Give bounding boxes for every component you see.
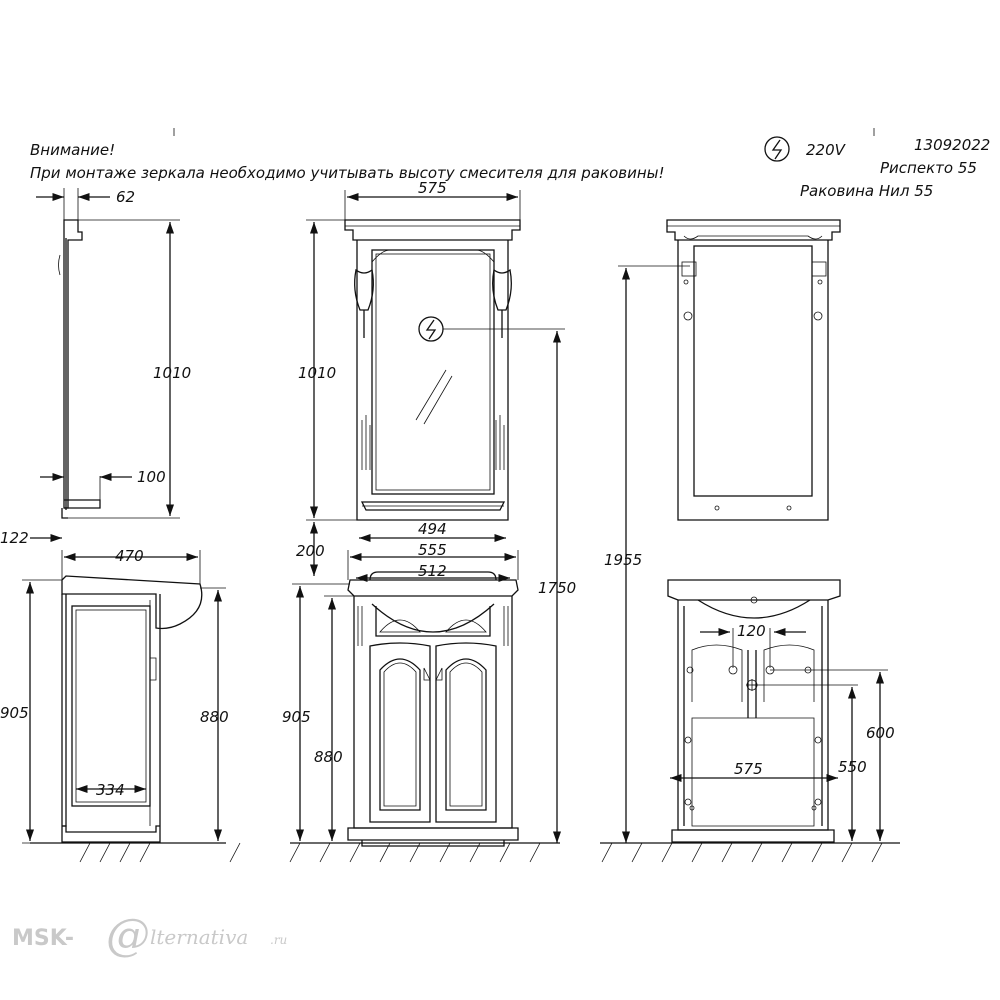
dim-mirror-side-depth: 62: [116, 188, 135, 206]
dim-pipe-spacing: 120: [737, 622, 766, 640]
dim-mirror-front-width: 575: [418, 179, 447, 197]
dim-power-height: 1750: [538, 579, 576, 597]
dim-mirror-gap: 200: [296, 542, 325, 560]
dim-mirror-side-offset: 122: [0, 529, 29, 547]
mirror-front-view: 575 1010 494 200: [296, 179, 565, 576]
mirror-back-view: 1955: [604, 219, 841, 843]
dim-total-height: 1955: [604, 551, 642, 569]
mirror-side-view: 62 1010 100 122: [0, 188, 191, 547]
dim-cabinet-side-height: 905: [0, 704, 29, 722]
floor-line: [30, 842, 900, 863]
watermark-at-sign: @: [106, 910, 150, 961]
cabinet-back-view: 120 575 600 550: [667, 579, 895, 843]
dim-cabinet-depth: 470: [115, 547, 144, 565]
dim-mirror-inner-width: 494: [418, 520, 447, 538]
document-code: 13092022: [914, 136, 990, 154]
dim-mirror-side-height: 1010: [153, 364, 191, 382]
warning-text: При монтаже зеркала необходимо учитывать…: [30, 164, 665, 182]
dim-mirror-front-height: 1010: [298, 364, 336, 382]
dim-pipe-height-upper: 600: [866, 724, 895, 742]
dim-sink-width: 555: [418, 541, 447, 559]
watermark-domain: .ru: [270, 933, 287, 947]
warning-title: Внимание!: [30, 141, 115, 159]
dim-cabinet-body-height: 880: [200, 708, 229, 726]
product-sink-name: Раковина Нил 55: [800, 182, 933, 200]
cabinet-front-view: 555 512 905 880: [282, 541, 519, 847]
watermark-logo: MSK- @ lternativa .ru: [12, 910, 287, 961]
cabinet-side-view: 470 905 880 334: [0, 547, 229, 844]
watermark-brand-left: MSK-: [12, 926, 74, 951]
dim-cabinet-inner-depth: 334: [96, 781, 125, 799]
dim-cabinet-width: 512: [418, 562, 447, 580]
product-mirror-name: Риспекто 55: [880, 159, 977, 177]
dim-front-total-height: 905: [282, 708, 311, 726]
power-symbol-icon: [764, 136, 790, 162]
dim-front-body-height: 880: [314, 748, 343, 766]
dim-back-width: 575: [734, 760, 763, 778]
watermark-brand-right: lternativa: [150, 925, 248, 949]
dim-mirror-shelf-depth: 100: [137, 468, 166, 486]
dim-pipe-height-lower: 550: [838, 758, 867, 776]
voltage-label: 220V: [806, 141, 847, 159]
